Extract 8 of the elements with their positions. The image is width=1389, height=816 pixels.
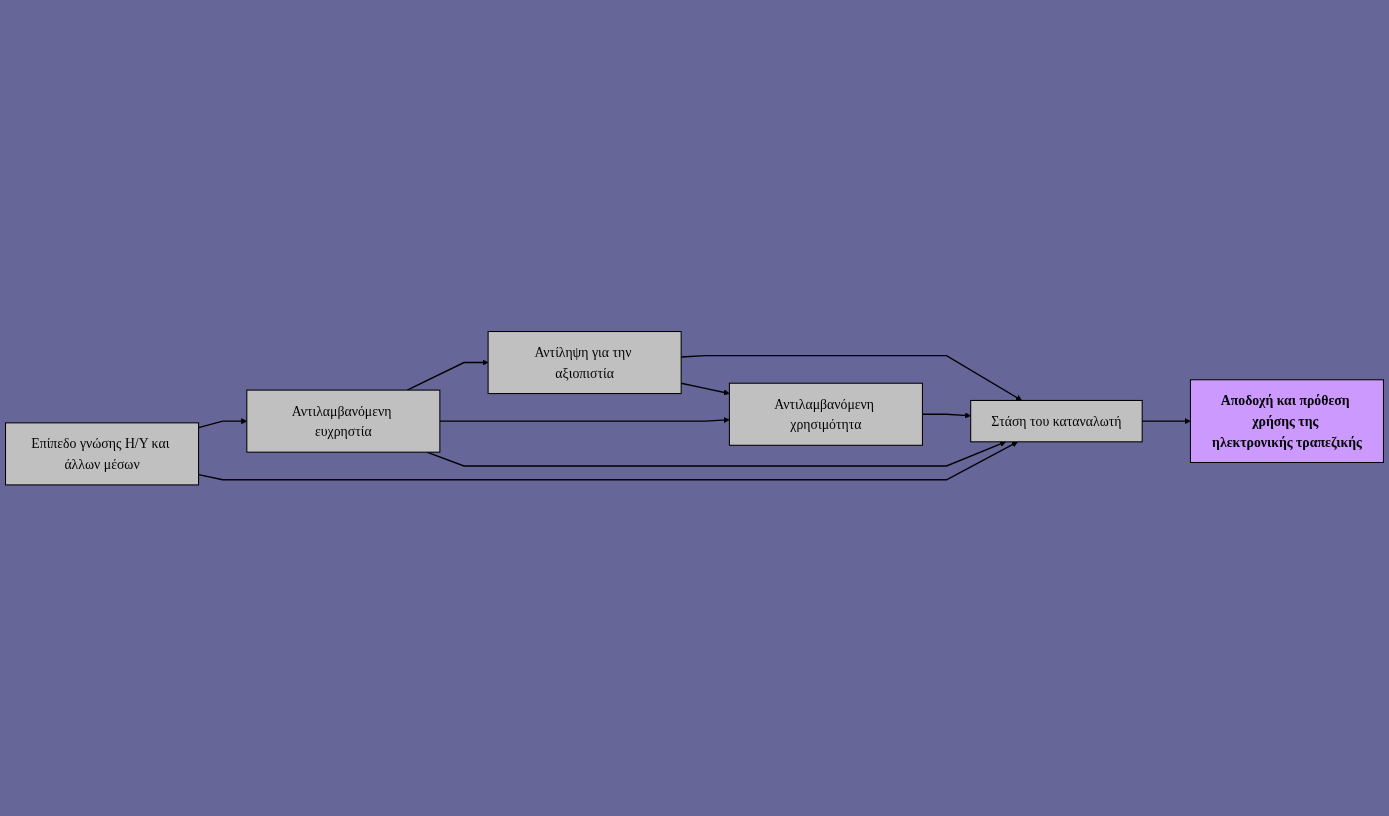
node-box: Αντιλαμβανόμενη χρησιμότητα	[728, 382, 923, 446]
node-box: Στάση του καταναλωτή	[970, 399, 1143, 443]
node-box: Επίπεδο γνώσης Η/Υ και άλλων μέσων	[5, 422, 200, 486]
node-box: Αποδοχή και πρόθεση χρήσης της ηλεκτρονικής τραπεζικής	[1189, 379, 1384, 463]
node-box: Αντιλαμβανόμενη ευχρηστία	[246, 389, 441, 453]
arrow	[426, 440, 1006, 467]
node-box: Αντίληψη για την αξιοπιστία	[487, 330, 682, 394]
arrow	[439, 416, 730, 423]
